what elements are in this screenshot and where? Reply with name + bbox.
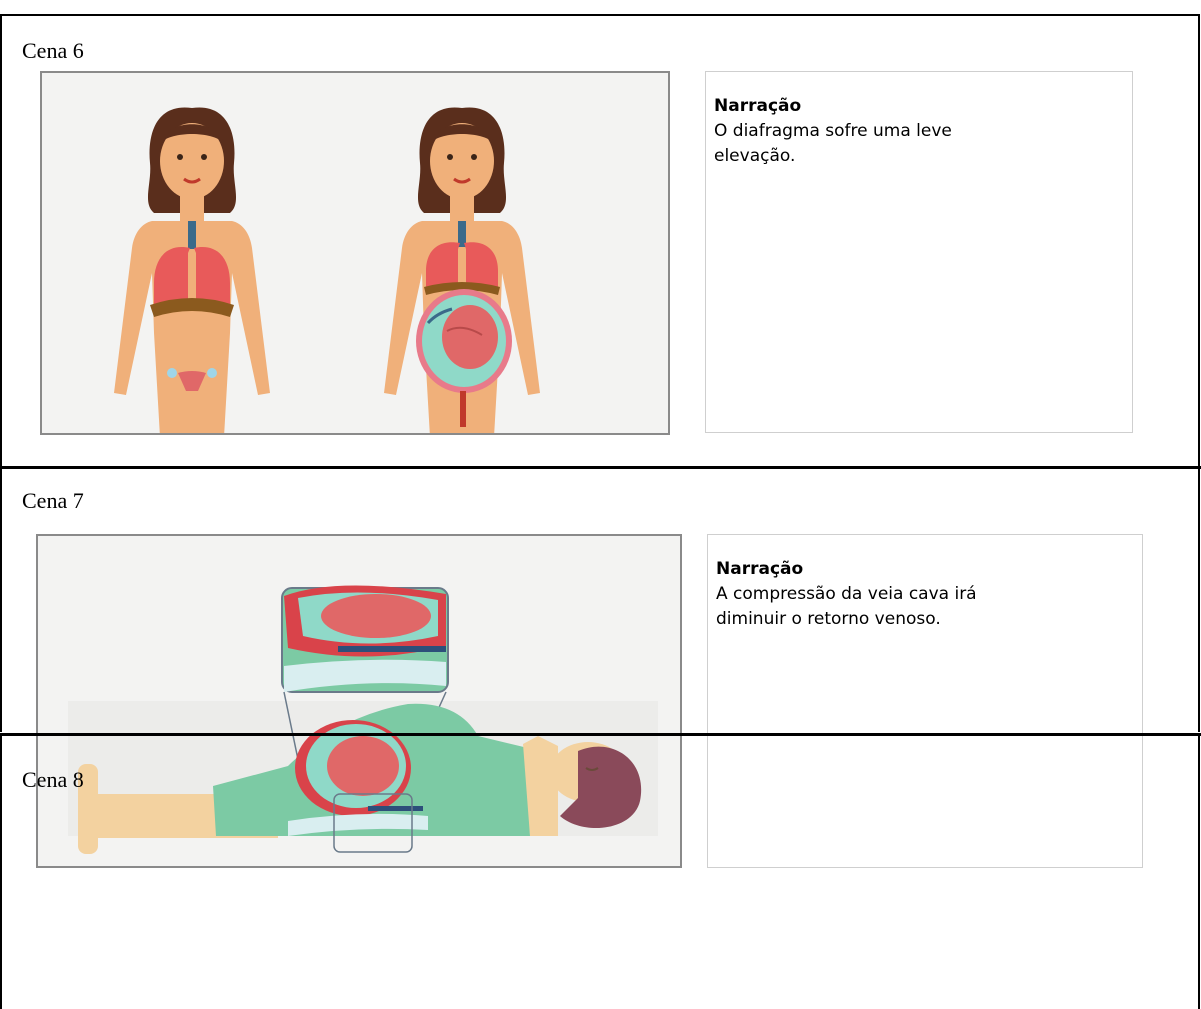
- scene-title: Cena 6: [22, 38, 84, 64]
- narration-text: A compressão da veia cava irá diminuir o…: [716, 582, 1026, 632]
- scene-6-illustration: [40, 71, 670, 435]
- scene-8-cell: Cena 8: [0, 735, 1200, 1009]
- narration-title: Narração: [714, 94, 1116, 119]
- pregnant-woman-figure-icon: [384, 107, 540, 435]
- narration-box: Narração O diafragma sofre uma leve elev…: [705, 71, 1133, 433]
- scene-6-cell: Cena 6: [0, 14, 1200, 468]
- narration-text: O diafragma sofre uma leve elevação.: [714, 119, 1014, 169]
- woman-figure-icon: [114, 107, 270, 435]
- zoom-inset-icon: [282, 585, 448, 692]
- narration-title: Narração: [716, 557, 1126, 582]
- scene-title: Cena 8: [22, 767, 84, 793]
